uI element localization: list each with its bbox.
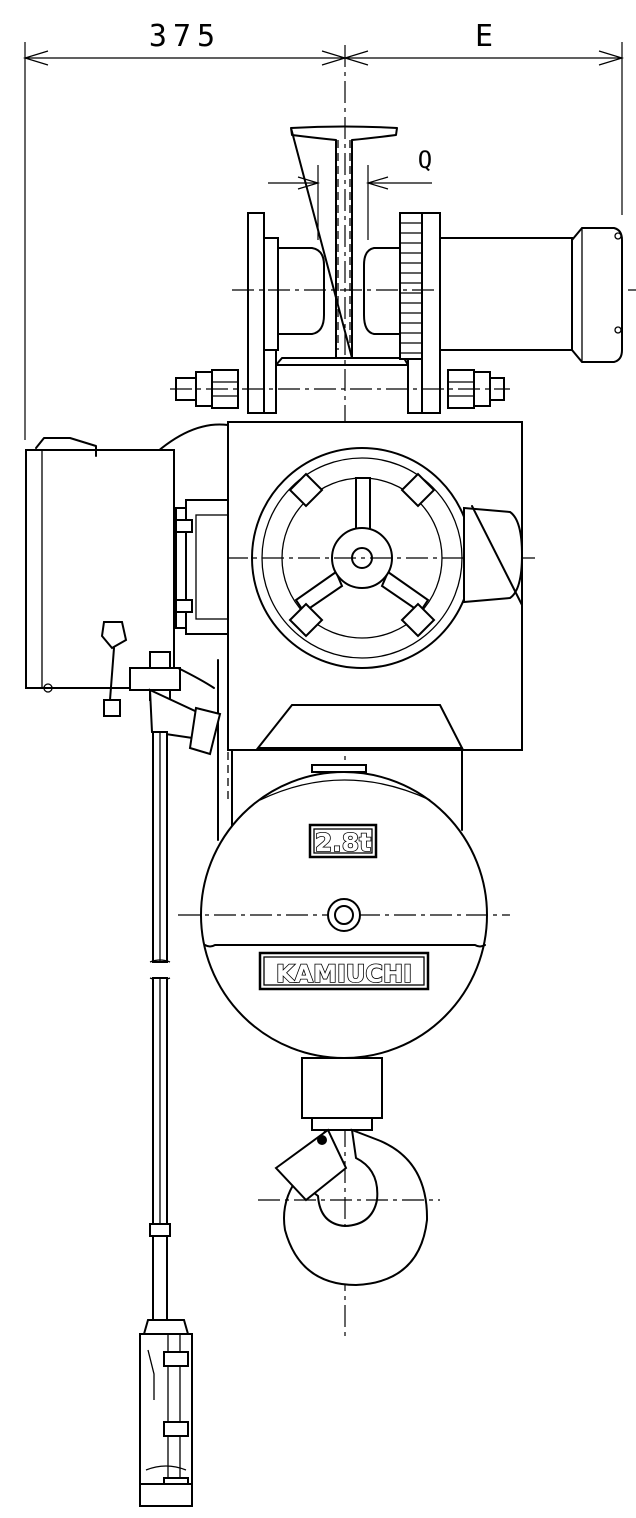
dimension-label-e: E [475, 19, 499, 54]
top-dimension-group: 375 E [22, 19, 625, 440]
latch-pin-icon [317, 1135, 327, 1145]
pendant-cable [149, 731, 171, 1321]
pendant-button-up-icon [163, 1351, 189, 1367]
pendant-mount [100, 621, 222, 756]
hoist-body [147, 421, 535, 841]
brand-label: KAMIUCHI [276, 960, 412, 988]
capacity-label: 2.8t [315, 828, 371, 857]
right-wheel [363, 247, 401, 335]
pendant-button-down-icon [163, 1421, 189, 1437]
left-wheel-hub [263, 237, 279, 351]
hook-body [283, 1128, 429, 1287]
frame-bolts [170, 369, 510, 409]
pendant-switch [139, 1319, 193, 1507]
left-wheel [277, 247, 325, 335]
hook-block [258, 1057, 440, 1287]
i-beam-rail [290, 125, 398, 359]
control-box-body [25, 449, 175, 689]
dimension-label-q: Q [418, 146, 432, 174]
gear-teeth [400, 222, 422, 354]
q-arrow-right-icon [365, 176, 389, 190]
capacity-plate: 2.8t [308, 823, 378, 859]
q-arrow-left-icon [297, 176, 321, 190]
arrow-right-icon [598, 50, 625, 66]
hook-neck [301, 1057, 383, 1119]
hoist-motor [178, 771, 510, 1059]
traverse-motor [439, 227, 623, 363]
control-box [25, 437, 229, 693]
gear-wheel [399, 212, 423, 360]
trolley-wheels [232, 212, 636, 360]
brand-plate: KAMIUCHI [258, 951, 430, 991]
arrow-left-icon [22, 50, 49, 66]
lower-frame [255, 704, 464, 749]
dimension-label-375: 375 [149, 19, 221, 54]
hook-latch [274, 1128, 348, 1202]
q-dimension-group: Q [268, 146, 432, 240]
